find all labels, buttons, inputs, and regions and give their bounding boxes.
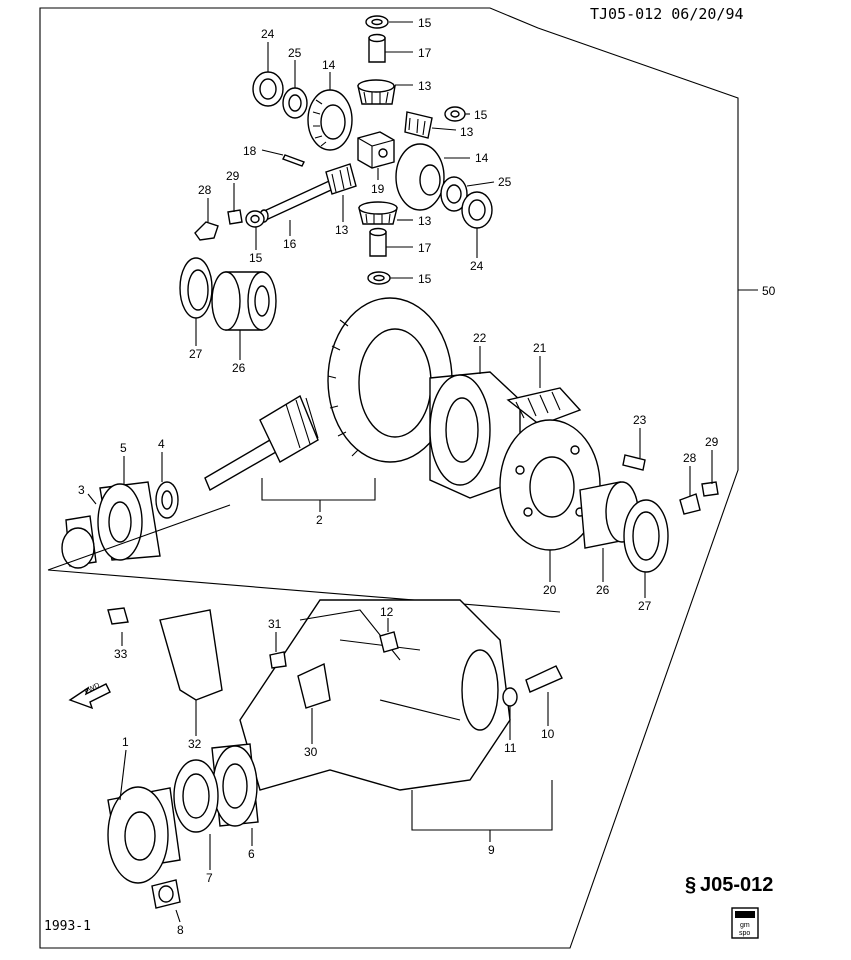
label-24: 24	[261, 27, 275, 41]
label-18: 18	[243, 144, 257, 158]
housing-group	[68, 599, 563, 909]
label-11: 11	[504, 741, 517, 755]
diagram-id-text: J05-012	[700, 874, 773, 896]
label-7: 7	[206, 871, 213, 885]
fwd-arrow-icon	[68, 683, 111, 710]
label-9: 9	[488, 843, 495, 857]
label-24: 24	[470, 259, 484, 273]
label-22: 22	[473, 331, 487, 345]
label-31: 31	[268, 617, 282, 631]
label-25: 25	[288, 46, 302, 60]
label-17: 17	[418, 241, 432, 255]
diff-parts-group	[179, 15, 493, 331]
label-17: 17	[418, 46, 432, 60]
diagram-id: § J05-012	[685, 874, 773, 896]
label-26: 26	[596, 583, 610, 597]
label-13: 13	[335, 223, 349, 237]
label-28: 28	[683, 451, 697, 465]
footer-year: 1993-1	[44, 919, 91, 934]
label-10: 10	[541, 727, 555, 741]
label-5: 5	[120, 441, 127, 455]
label-21: 21	[533, 341, 547, 355]
frame-outline	[39, 7, 739, 949]
label-29: 29	[705, 435, 719, 449]
label-13: 13	[418, 79, 432, 93]
section-symbol-icon: §	[685, 874, 696, 896]
label-15: 15	[474, 108, 488, 122]
header-code: TJ05-012 06/20/94	[590, 5, 744, 23]
label-1: 1	[122, 735, 129, 749]
label-26: 26	[232, 361, 246, 375]
callout-labels: 15 17 24 25 14 13 15 13 18 14 19 25 28 2…	[78, 16, 776, 937]
label-4: 4	[158, 437, 165, 451]
label-8: 8	[177, 923, 184, 937]
label-2: 2	[316, 513, 323, 527]
label-13: 13	[418, 214, 432, 228]
label-15: 15	[249, 251, 263, 265]
label-15: 15	[418, 16, 432, 30]
label-29: 29	[226, 169, 240, 183]
label-30: 30	[304, 745, 318, 759]
label-28: 28	[198, 183, 212, 197]
label-19: 19	[371, 182, 385, 196]
label-14: 14	[475, 151, 489, 165]
label-15: 15	[418, 272, 432, 286]
label-12: 12	[380, 605, 394, 619]
label-16: 16	[283, 237, 297, 251]
ring-pinion-group	[47, 297, 719, 613]
label-13: 13	[460, 125, 474, 139]
label-20: 20	[543, 583, 557, 597]
label-33: 33	[114, 647, 128, 661]
label-25: 25	[498, 175, 512, 189]
label-14: 14	[322, 58, 336, 72]
logo-text-spo: spo	[739, 930, 750, 937]
label-27: 27	[189, 347, 203, 361]
label-50: 50	[762, 284, 776, 298]
label-23: 23	[633, 413, 647, 427]
label-3: 3	[78, 483, 85, 497]
leader-lines	[87, 21, 758, 923]
label-27: 27	[638, 599, 652, 613]
logo-text-gm: gm	[740, 922, 750, 929]
gm-spo-logo: gm spo	[731, 907, 759, 939]
label-6: 6	[248, 847, 255, 861]
label-32: 32	[188, 737, 202, 751]
